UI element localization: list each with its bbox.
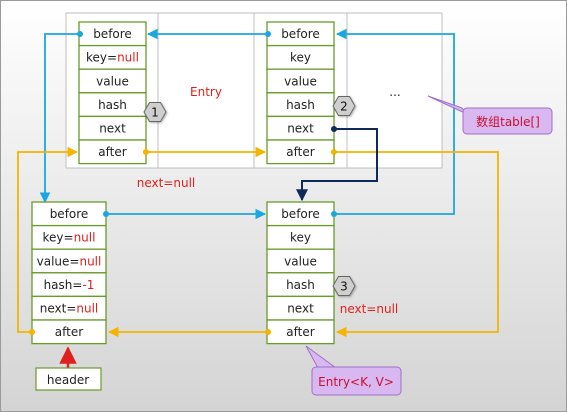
nodes-layer: before key=null value hash next after 1 before k…: [31, 21, 356, 345]
entry-1-field-1: key=null: [86, 51, 139, 65]
header-label: header: [47, 373, 89, 387]
entry-3-field-0: before: [281, 207, 320, 221]
after-arrow-header-entry1: [17, 146, 79, 333]
entry-1-field-0: before: [93, 27, 132, 41]
entry-1-badge: [143, 102, 167, 122]
after-pointers: [17, 146, 499, 338]
header-entry-field-1: key=null: [43, 231, 96, 245]
next-arrow-entry2-entry3: [296, 128, 378, 202]
header-box: [35, 367, 102, 391]
entry-3-field-5: after: [286, 325, 314, 339]
entry-3-field-1: key: [290, 231, 311, 245]
entry-2-field-1: key: [290, 51, 311, 65]
entry-2-node: before key value hash next after 2: [266, 21, 356, 165]
before-arrow-entry3-entry2: [334, 28, 455, 215]
entry-1-badge-number: 1: [151, 106, 159, 120]
entry-3-field-2: value: [284, 254, 317, 268]
entry3-next-null-label: next=null: [340, 302, 399, 316]
after-dots: [29, 149, 337, 335]
callout-entry-kv-text: Entry<K, V>: [318, 375, 394, 389]
entry-3-badge: [332, 276, 356, 296]
header-entry-field-3: hash=-1: [44, 278, 95, 292]
callout-array-table: 数组table[]: [427, 95, 553, 135]
entry-1-field-5: after: [98, 145, 126, 159]
entry-3-node: before key value hash next after 3: [266, 201, 356, 345]
entry-3-badge-number: 3: [340, 280, 348, 294]
entry-3-field-4: next: [287, 302, 314, 316]
before-dots: [77, 31, 337, 217]
next-dot: [331, 126, 337, 132]
before-pointers: [39, 28, 455, 220]
header-entry-field-4: next=null: [40, 302, 99, 316]
entry-2-field-3: hash: [286, 98, 315, 112]
header-entry-node: before key=null value=null hash=-1 next=null…: [31, 201, 107, 345]
callout-array-table-text: 数组table[]: [476, 114, 540, 129]
entry-2-field-2: value: [284, 74, 317, 88]
entry-1-field-2: value: [96, 74, 129, 88]
ellipsis: ...: [389, 85, 400, 99]
entry-2-field-5: after: [286, 145, 314, 159]
entry1-next-null-label: next=null: [137, 176, 196, 190]
header-entry-field-0: before: [50, 207, 89, 221]
entry-label: Entry: [190, 85, 222, 99]
header-entry-field-5: after: [55, 325, 83, 339]
entry-2-badge-number: 2: [340, 100, 348, 114]
before-arrow-entry1-header: [39, 33, 80, 204]
header-entry-field-2: value=null: [37, 254, 102, 268]
entry-3-field-3: hash: [286, 278, 315, 292]
entry-1-field-4: next: [99, 122, 126, 136]
callout-entry-kv: Entry<K, V>: [305, 345, 402, 396]
entry-2-field-0: before: [281, 27, 320, 41]
entry-2-badge: [332, 96, 356, 116]
entry-1-field-3: hash: [98, 98, 127, 112]
after-arrow-entry2-entry3: [334, 151, 499, 338]
entry-2-field-4: next: [287, 122, 314, 136]
